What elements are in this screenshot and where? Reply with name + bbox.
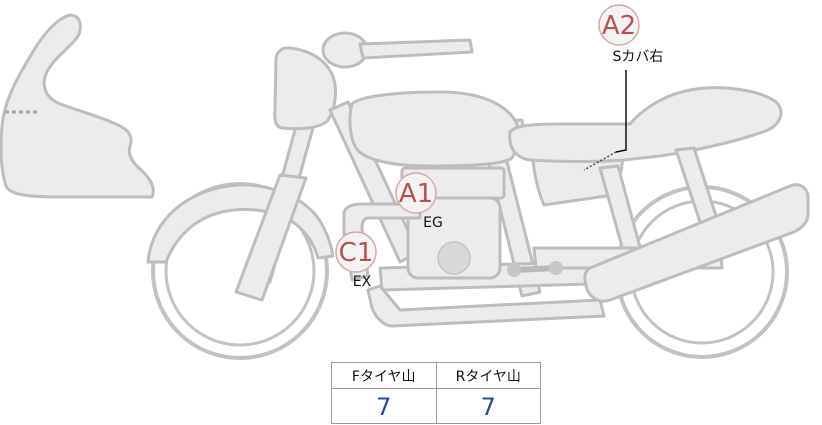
tire-tread-table: Fタイヤ山 Rタイヤ山 7 7 [331, 362, 541, 424]
damage-marker-c1[interactable]: C1 EX [335, 231, 377, 290]
headlight [273, 31, 474, 131]
damage-marker-a2[interactable]: A2 Sカバ右 [583, 4, 664, 171]
rear-tire-tread-header: Rタイヤ山 [435, 363, 541, 388]
front-tire-tread-value: 7 [376, 392, 392, 421]
marker-a1-code: A1 [399, 179, 433, 209]
front-fender [146, 183, 335, 264]
marker-a1-label: EG [423, 215, 443, 231]
marker-c1-label: EX [353, 274, 372, 290]
front-tire-tread-header: Fタイヤ山 [351, 368, 416, 385]
fuel-tank [348, 90, 520, 168]
marker-a2-label: Sカバ右 [613, 49, 664, 65]
tread-table-header-row: Fタイヤ山 Rタイヤ山 [332, 363, 540, 389]
engine-cover-circle [437, 241, 471, 275]
muffler [583, 183, 810, 303]
seat [508, 86, 783, 163]
front-cowl [0, 13, 155, 199]
tread-table-value-row: 7 7 [332, 389, 540, 424]
marker-a2-code: A2 [602, 11, 636, 41]
marker-c1-code: C1 [339, 238, 374, 268]
rear-tire-tread-value: 7 [435, 389, 541, 424]
damage-marker-a1[interactable]: A1 EG [395, 172, 443, 231]
